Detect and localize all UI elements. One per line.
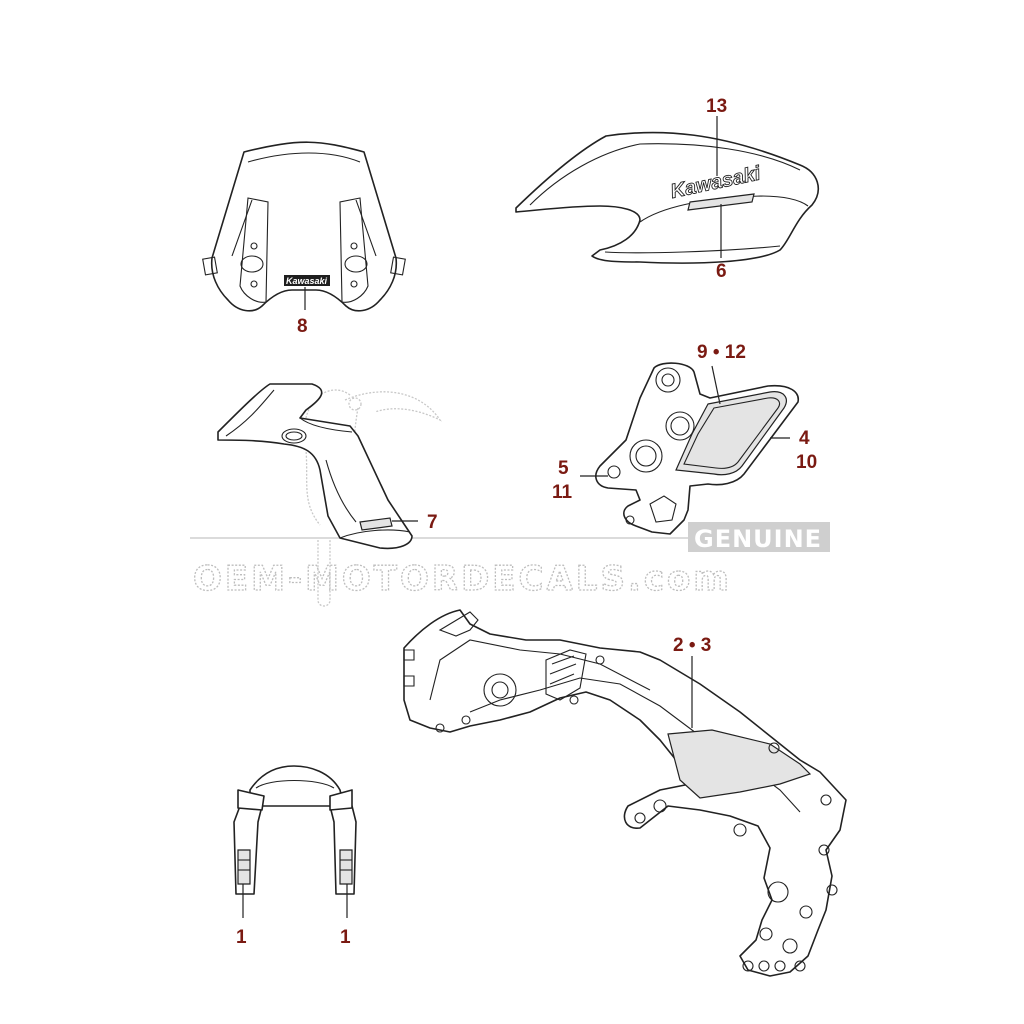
windshield-decal: Kawasaki [284,275,330,286]
callout-8: 8 [297,316,308,337]
callout-7: 7 [427,512,438,533]
callout-4: 4 [799,428,810,449]
watermark-badge-text: GENUINE [694,525,822,553]
callout-10: 10 [796,452,817,473]
callout-1-right: 1 [340,927,351,948]
tank-cover: Kawasaki [515,116,820,264]
callout-1-left: 1 [236,927,247,948]
callout-9-12: 9 • 12 [697,342,746,363]
fork-assembly [233,765,357,918]
callout-2-3: 2 • 3 [673,635,711,656]
watermark: GENUINE OEM-MOTORDECALS.com [190,389,830,607]
callout-5: 5 [558,458,569,479]
watermark-text: OEM-MOTORDECALS.com [193,559,732,599]
side-cowl [217,383,418,550]
callout-11: 11 [552,482,573,503]
callout-13: 13 [706,96,727,117]
windshield-decal-text: Kawasaki [286,276,328,286]
frame-cover [580,362,799,535]
frame [403,609,847,977]
callout-6: 6 [716,261,727,282]
windshield: Kawasaki [202,141,406,312]
watermark-badge: GENUINE [688,522,830,553]
